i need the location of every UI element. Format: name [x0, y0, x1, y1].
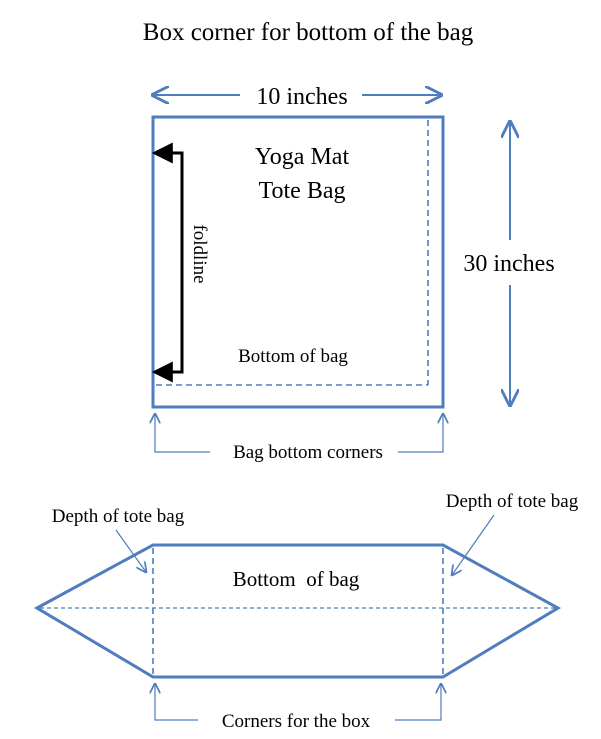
- depth-left-pointer: [115, 529, 146, 572]
- diagram-title: Box corner for bottom of the bag: [143, 19, 474, 46]
- bag-bottom-corners-bracket: [155, 414, 443, 453]
- height-label: 30 inches: [463, 251, 554, 277]
- bag-bottom-corners-label: Bag bottom corners: [233, 442, 383, 463]
- bag-name-line2: Tote Bag: [259, 178, 346, 204]
- depth-right-pointer: [452, 514, 495, 575]
- depth-left-label: Depth of tote bag: [52, 506, 185, 527]
- bottom-diagram: Bottom of bag Depth of tote bag Depth of…: [33, 491, 579, 732]
- foldline-arrow: [151, 142, 184, 383]
- foldline-label: foldline: [189, 224, 210, 283]
- bottom-of-bag-label: Bottom of bag: [238, 346, 348, 367]
- bottom-of-bag-label-2: Bottom of bag: [233, 567, 360, 591]
- box-corners-bracket: [155, 684, 441, 721]
- top-diagram: 10 inches 30 inches Yoga Mat Tote Bag fo…: [153, 84, 555, 463]
- box-corners-label: Corners for the box: [222, 711, 371, 732]
- width-label: 10 inches: [256, 84, 347, 110]
- bag-name-line1: Yoga Mat: [255, 144, 350, 170]
- box-corner-outline: [33, 543, 562, 679]
- depth-right-label: Depth of tote bag: [446, 491, 579, 512]
